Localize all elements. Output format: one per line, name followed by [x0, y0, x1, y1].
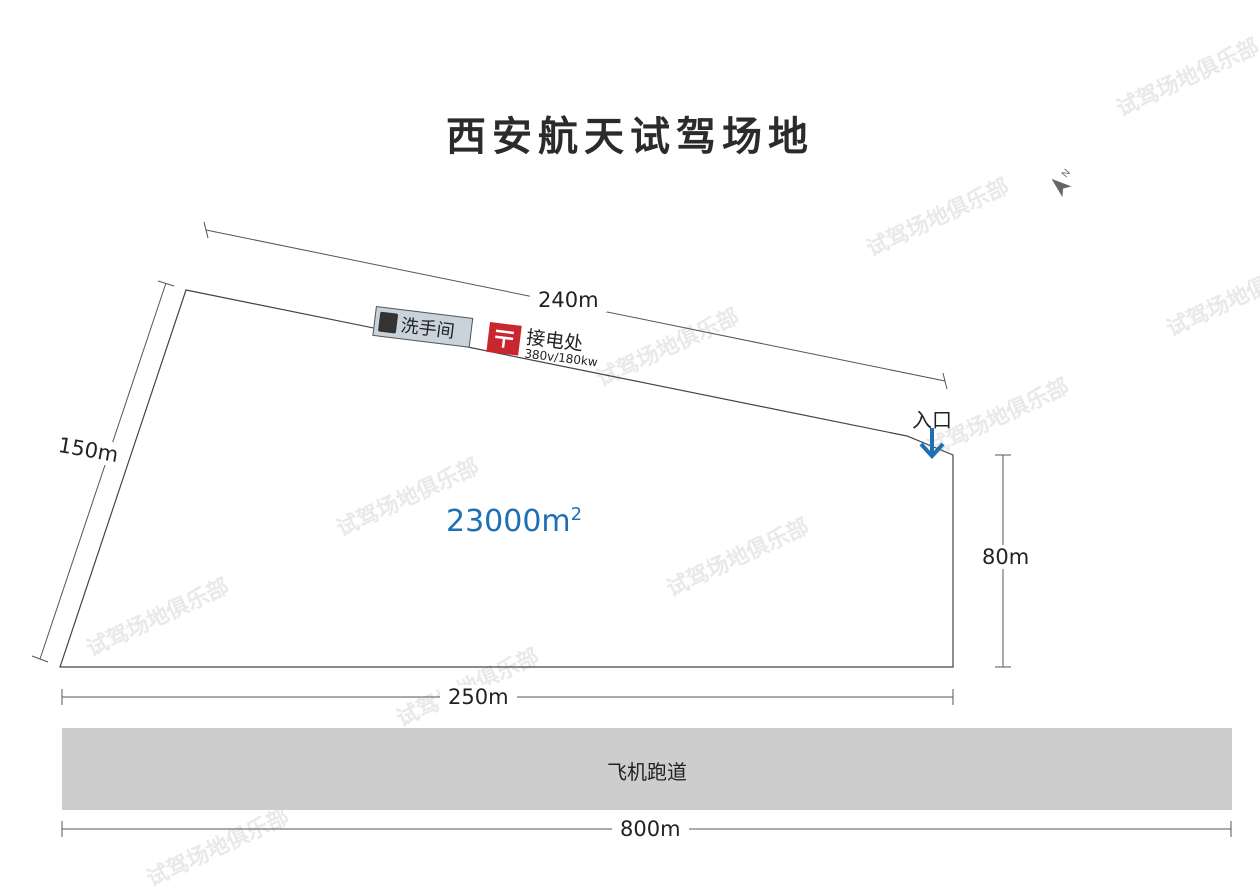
dim-label-bottom: 250m — [440, 685, 517, 709]
restroom-label: 洗手间 — [399, 315, 456, 343]
runway: 飞机跑道 — [62, 728, 1232, 810]
restroom-icon — [377, 311, 399, 334]
runway-label: 飞机跑道 — [607, 760, 687, 784]
dim-label-runway: 800m — [612, 817, 689, 841]
dim-tick-top-end — [942, 372, 948, 390]
power-icon — [486, 322, 522, 356]
dim-tick-left-start — [157, 280, 175, 287]
site-area: 23000m2 — [446, 504, 582, 539]
page-title: 西安航天试驾场地 — [446, 114, 814, 160]
entrance-label: 入口 — [912, 408, 952, 432]
dim-label-top: 240m — [530, 288, 607, 312]
dim-label-right: 80m — [974, 545, 1038, 569]
dim-tick-top-start — [203, 221, 209, 239]
entrance-arrow-icon — [919, 428, 945, 459]
compass-icon — [1051, 178, 1072, 198]
dim-tick-left-end — [31, 655, 49, 663]
site-boundary — [59, 289, 954, 668]
area-value: 23000m — [446, 504, 571, 539]
dim-line-left — [39, 282, 167, 660]
area-unit-sup: 2 — [570, 504, 583, 525]
compass-label: N — [1060, 167, 1073, 180]
